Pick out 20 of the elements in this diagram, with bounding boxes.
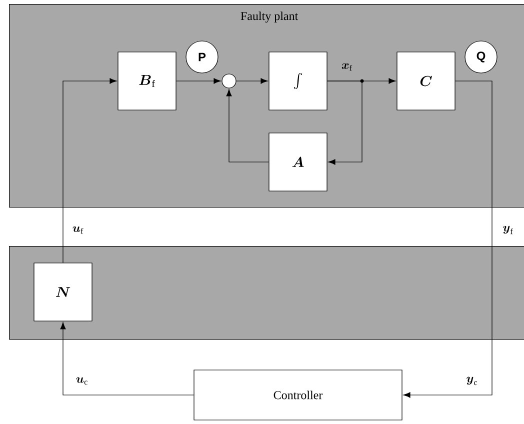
signal-label: $\boldsymbol{u}_{\mathrm{c}}$	[76, 377, 88, 385]
arrow	[236, 78, 268, 84]
controller-box: Controller	[194, 370, 402, 420]
summing-junction	[222, 74, 236, 88]
arrow	[226, 89, 269, 162]
arrow	[62, 78, 117, 263]
arrow	[327, 80, 362, 165]
block-box: $\boldsymbol{A}$	[268, 132, 328, 192]
block-box: $\boldsymbol{C}$	[396, 52, 456, 110]
signal-label: $\boldsymbol{y}_{\mathrm{f}}$	[503, 226, 513, 234]
panel	[9, 246, 524, 340]
signal-label: $\boldsymbol{y}_{\mathrm{c}}$	[466, 376, 478, 386]
block-box: $\boldsymbol{B}_{\mathrm{f}}$	[118, 52, 176, 110]
arrow	[60, 322, 194, 396]
signal-label: $\boldsymbol{x}_{\mathrm{f}}$	[342, 63, 352, 71]
arrow	[176, 78, 221, 84]
block-box: $\boldsymbol{N}$	[34, 262, 92, 322]
signal-label: $\boldsymbol{u}_{\mathrm{f}}$	[72, 226, 84, 234]
arrow	[403, 80, 492, 398]
block-box: $\int$	[268, 52, 328, 110]
